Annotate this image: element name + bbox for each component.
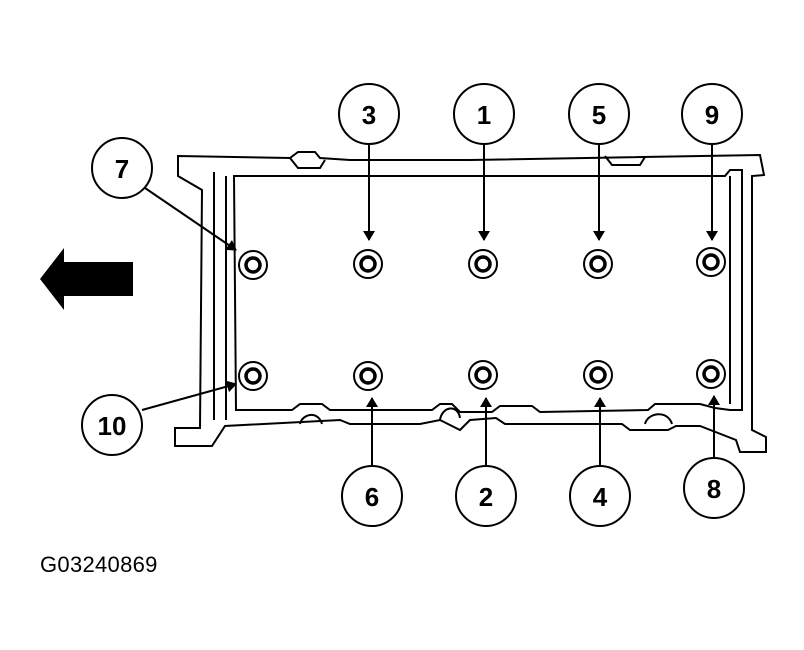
callout-4: 4 [569,465,631,527]
callout-3: 3 [338,83,400,145]
callout-7: 7 [91,137,153,199]
callout-6: 6 [341,465,403,527]
bolt-icon [696,359,726,389]
callout-8-label: 8 [707,474,721,504]
bolt-icon [238,361,268,391]
callout-1: 1 [453,83,515,145]
callout-5-label: 5 [592,100,606,130]
callout-2: 2 [455,465,517,527]
bolt-icon [353,249,383,279]
bolt-icon [583,360,613,390]
callout-10-label: 10 [98,411,127,441]
callout-9-label: 9 [705,100,719,130]
callout-5: 5 [568,83,630,145]
bolt-icon [468,360,498,390]
callout-9: 9 [681,83,743,145]
callout-7-label: 7 [115,154,129,184]
bolt-icon [583,249,613,279]
callout-2-label: 2 [479,482,493,512]
callout-3-label: 3 [362,100,376,130]
callout-1-label: 1 [477,100,491,130]
arrow-left-icon [40,248,133,310]
leader-lines [141,145,720,476]
figure-id: G03240869 [40,552,158,577]
bearing-frame-outline [174,151,767,453]
bolt-icon [696,247,726,277]
callout-4-label: 4 [593,482,608,512]
callout-10: 10 [81,394,143,456]
bolt-icon [468,249,498,279]
bolt-icon [353,361,383,391]
callout-6-label: 6 [365,482,379,512]
callout-8: 8 [683,457,745,519]
bolt-icon [238,250,268,280]
